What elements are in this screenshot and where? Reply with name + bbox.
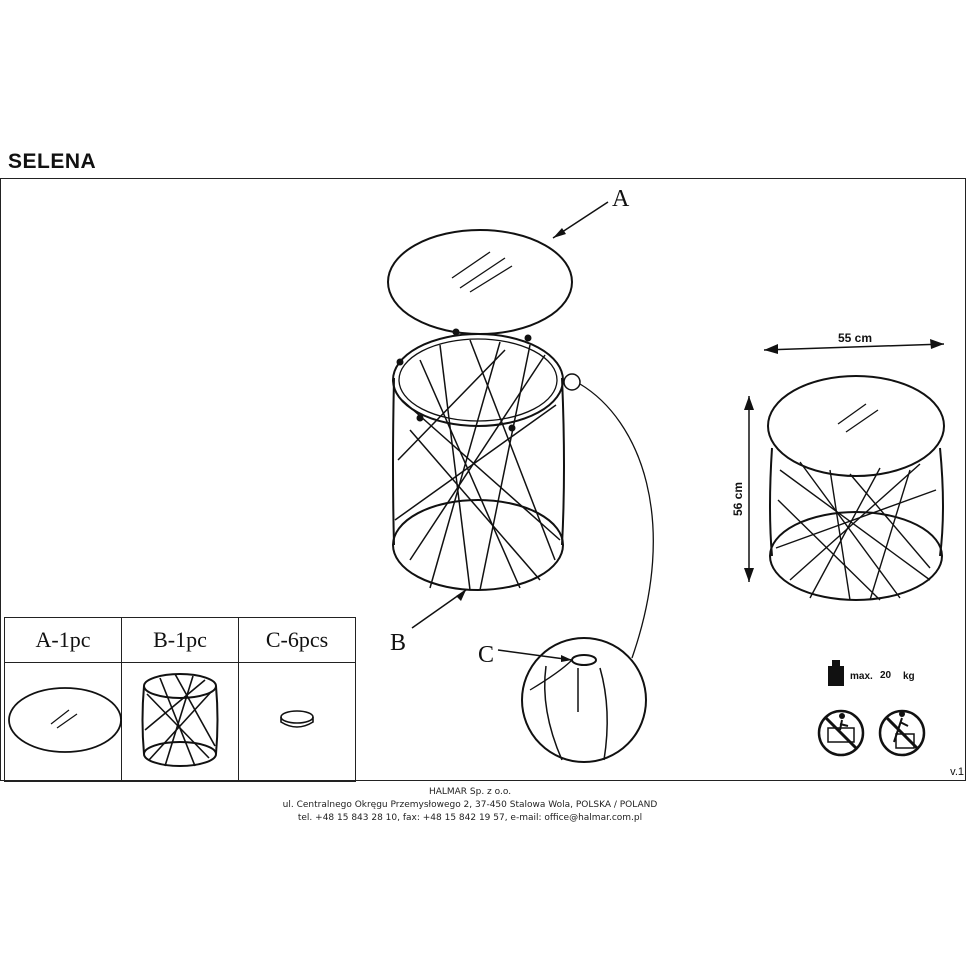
width-label: 55 cm (838, 331, 872, 345)
product-title: SELENA (8, 150, 97, 173)
width-dimension (763, 339, 945, 354)
part-a-cell (4, 662, 122, 782)
detail-circle (521, 637, 647, 763)
part-c-cell (238, 662, 356, 782)
parts-image-row (4, 662, 356, 782)
footer: HALMAR Sp. z o.o. ul. Centralnego Okręgu… (0, 786, 940, 825)
label-a: A (612, 186, 630, 212)
part-b-label: B-1pc (121, 617, 239, 663)
version-label: v.1 (950, 766, 964, 778)
assembled-table (767, 375, 945, 601)
footer-address: ul. Centralnego Okręgu Przemysłowego 2, … (282, 800, 658, 810)
footer-contact: tel. +48 15 843 28 10, fax: +48 15 842 1… (297, 813, 643, 823)
max-load-unit: kg (903, 671, 915, 682)
pad-icon (280, 709, 314, 728)
height-dimension (744, 396, 754, 582)
part-a-label: A-1pc (4, 617, 122, 663)
glass-top-icon (8, 686, 122, 753)
weight-icon (828, 660, 844, 686)
footer-company: HALMAR Sp. z o.o. (428, 787, 512, 797)
part-c-label: C-6pcs (238, 617, 356, 663)
label-c: C (478, 642, 494, 668)
arrow-b (456, 590, 466, 601)
height-label: 56 cm (731, 482, 745, 516)
no-standing-icon (817, 709, 865, 757)
parts-header-row: A-1pc B-1pc C-6pcs (4, 617, 356, 663)
part-b-cell (121, 662, 239, 782)
glass-top-exploded (387, 229, 573, 335)
max-load-prefix: max. (850, 671, 873, 682)
label-b: B (390, 630, 406, 656)
max-load-value: 20 (880, 670, 892, 681)
wire-frame-exploded (392, 328, 581, 591)
no-climbing-icon (878, 709, 926, 757)
wire-frame-icon (141, 672, 219, 767)
arrow-a (553, 228, 566, 238)
detail-connector (579, 383, 654, 659)
parts-table: A-1pc B-1pc C-6pcs (4, 617, 356, 782)
arrow-c (561, 655, 572, 662)
leader-line-c (497, 649, 573, 661)
drawing-frame (0, 178, 966, 781)
